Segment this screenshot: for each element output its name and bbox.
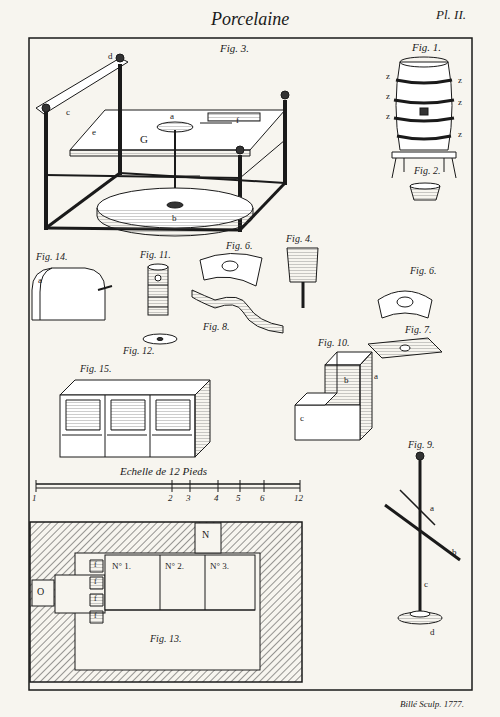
figure-label: Fig. 12.	[123, 346, 154, 356]
figure-label: Fig. 10.	[318, 338, 349, 348]
room-number: N° 2.	[165, 562, 184, 571]
figure-label: Fig. 4.	[286, 234, 312, 244]
part-letter: f	[94, 578, 97, 586]
part-letter: f	[236, 116, 239, 125]
figure-label: Fig. 1.	[412, 42, 441, 53]
figure-label: Fig. 13.	[150, 634, 181, 644]
figure-label: Fig. 11.	[140, 250, 171, 260]
part-letter: a	[38, 276, 42, 285]
scale-title: Echelle de 12 Pieds	[120, 466, 207, 477]
figure-label: Fig. 6.	[410, 266, 436, 276]
figure-label: Fig. 2.	[414, 166, 440, 176]
callout-letter: z	[386, 112, 390, 121]
callout-letter: z	[458, 76, 462, 85]
scale-number: 6	[260, 494, 265, 503]
room-number: N° 3.	[210, 562, 229, 571]
part-letter: c	[424, 580, 428, 589]
room-number: N° 1.	[112, 562, 131, 571]
figure-label: Fig. 8.	[203, 322, 229, 332]
figure-label: Fig. 9.	[408, 440, 434, 450]
plate-title: Porcelaine	[211, 10, 289, 28]
plan-letter: O	[37, 587, 44, 597]
part-letter: b	[172, 214, 177, 223]
part-letter: d	[430, 628, 435, 637]
scale-number: 5	[236, 494, 241, 503]
part-letter: f	[94, 612, 97, 620]
part-letter: c	[66, 108, 70, 117]
callout-letter: z	[386, 72, 390, 81]
engraver-signature: Billé Sculp. 1777.	[400, 700, 464, 709]
plan-letter: N	[202, 530, 209, 540]
part-letter: f	[94, 595, 97, 603]
scale-number: 1	[32, 494, 37, 503]
figure-label: Fig. 14.	[36, 252, 67, 262]
part-letter: G	[140, 134, 148, 145]
part-letter: a	[430, 504, 434, 513]
part-letter: a	[374, 372, 378, 381]
scale-number: 2	[168, 494, 173, 503]
figure-label: Fig. 7.	[405, 325, 431, 335]
callout-letter: z	[458, 98, 462, 107]
part-letter: d	[108, 52, 113, 61]
part-letter: f	[94, 561, 97, 569]
figure-label: Fig. 3.	[220, 43, 249, 54]
callout-letter: z	[386, 92, 390, 101]
scale-number: 4	[214, 494, 219, 503]
figure-label: Fig. 15.	[80, 364, 111, 374]
part-letter: b	[344, 376, 349, 385]
scale-number: 3	[186, 494, 191, 503]
part-letter: a	[170, 112, 174, 121]
part-letter: c	[300, 414, 304, 423]
part-letter: b	[452, 548, 457, 557]
scale-number: 12	[294, 494, 303, 503]
callout-letter: z	[458, 130, 462, 139]
plate-number: Pl. II.	[436, 8, 466, 21]
figure-label: Fig. 6.	[226, 241, 252, 251]
part-letter: e	[92, 128, 96, 137]
